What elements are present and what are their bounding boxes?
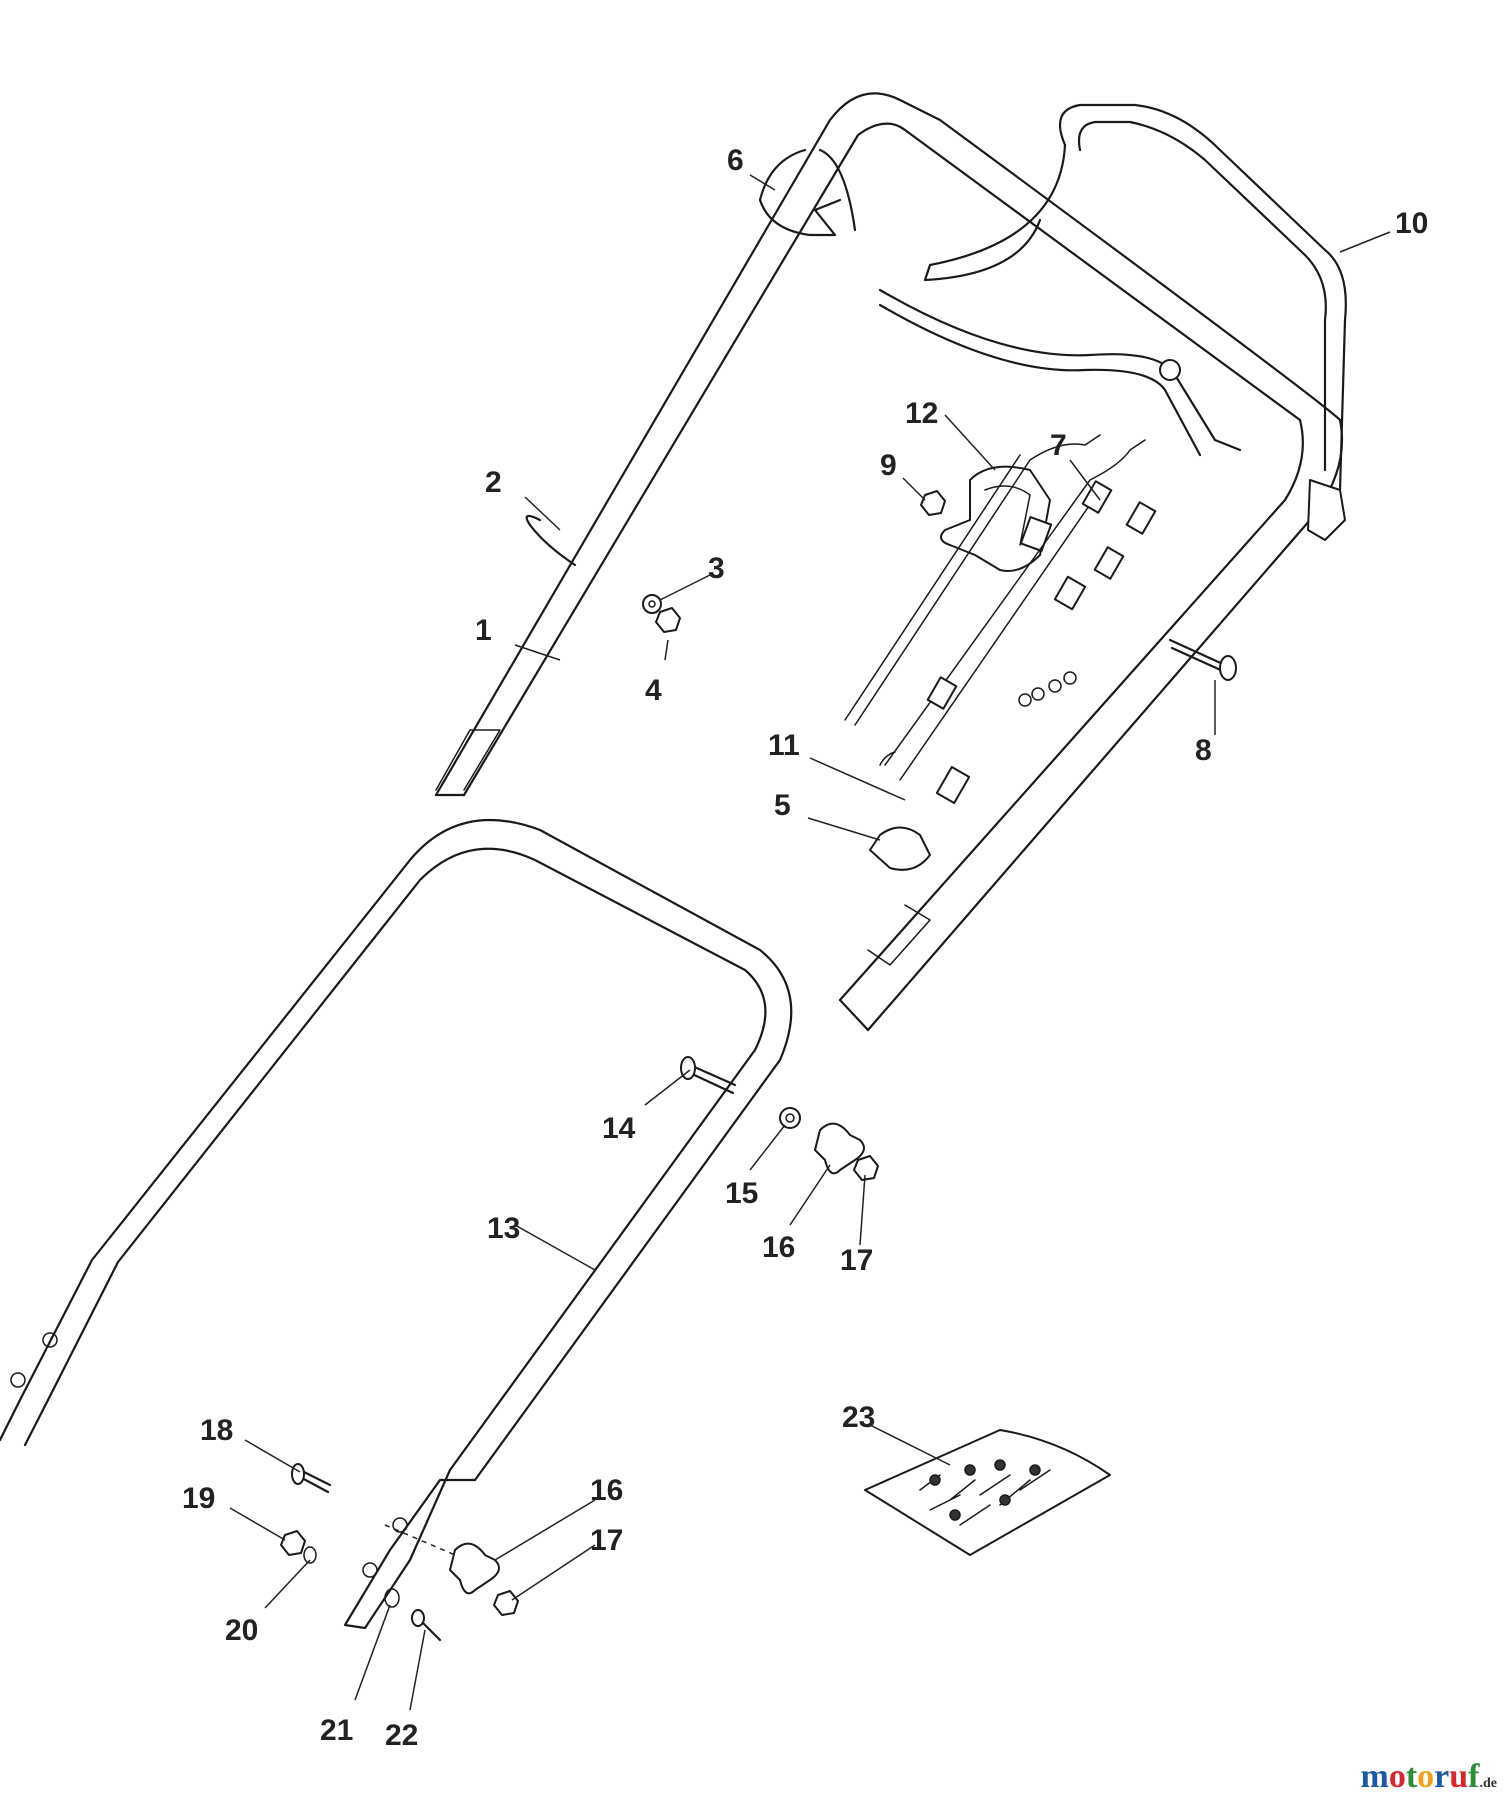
cables-part-7-11	[844, 434, 1157, 804]
watermark-letter: f	[1468, 1758, 1480, 1795]
callout-20: 20	[225, 1614, 258, 1647]
callout-23: 23	[842, 1401, 875, 1434]
bail-bar-part-6	[758, 148, 857, 237]
callout-22: 22	[385, 1719, 418, 1752]
callout-4: 4	[645, 674, 662, 707]
callout-6: 6	[727, 144, 744, 177]
watermark-logo: motoruf.de	[1361, 1758, 1498, 1796]
callout-21: 21	[320, 1714, 353, 1747]
watermark-letter: o	[1388, 1758, 1406, 1795]
callout-14: 14	[602, 1112, 636, 1145]
callout-8: 8	[1195, 734, 1212, 767]
drive-bail-part-10	[878, 103, 1347, 541]
watermark-letter: u	[1449, 1758, 1469, 1795]
callout-15: 15	[725, 1177, 758, 1210]
watermark-letter: t	[1405, 1758, 1418, 1795]
callout-19: 19	[182, 1482, 215, 1515]
leader-lines	[229, 174, 1391, 1711]
callout-17-upper: 17	[840, 1244, 873, 1277]
watermark-letter: o	[1417, 1758, 1435, 1795]
callout-3: 3	[708, 552, 725, 585]
callout-16-upper: 16	[762, 1231, 795, 1264]
callout-18: 18	[200, 1414, 233, 1447]
callout-13: 13	[487, 1212, 520, 1245]
watermark-letter: r	[1434, 1758, 1450, 1795]
callout-16-lower: 16	[590, 1474, 623, 1507]
watermark-text: motoruf	[1361, 1758, 1480, 1795]
callout-5: 5	[774, 789, 791, 822]
throttle-lever-part-12	[940, 465, 1053, 572]
callout-12: 12	[905, 397, 938, 430]
callout-7: 7	[1050, 429, 1067, 462]
callout-9: 9	[880, 449, 897, 482]
watermark-letter: m	[1360, 1758, 1389, 1795]
callout-17-lower: 17	[590, 1524, 623, 1557]
callout-2: 2	[485, 466, 502, 499]
callout-11: 11	[768, 729, 800, 762]
hardware	[280, 490, 1237, 1642]
lower-handle-part-13	[0, 818, 793, 1630]
callout-1: 1	[475, 614, 492, 647]
watermark-suffix: .de	[1479, 1776, 1498, 1791]
callout-labels: 1 2 3 4 5 6 7 8 9 10 11 12 13 14 15 16 1…	[182, 144, 1428, 1752]
callout-10: 10	[1395, 207, 1428, 240]
